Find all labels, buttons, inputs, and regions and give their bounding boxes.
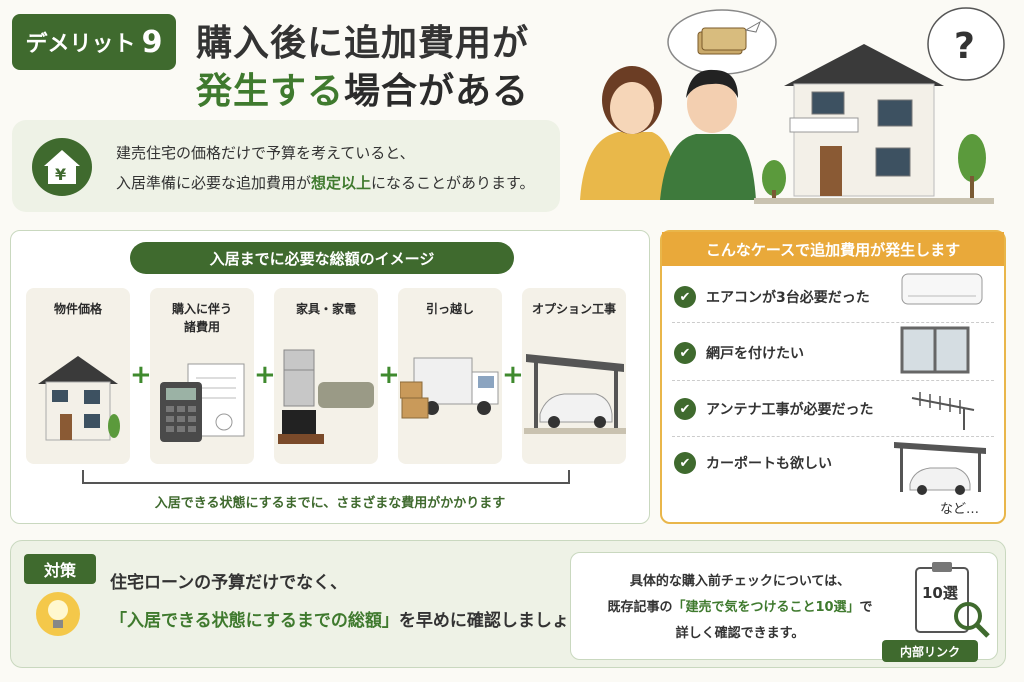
- plus-icon: +: [254, 360, 276, 390]
- intro-line1: 建売住宅の価格だけで予算を考えていると、: [116, 144, 415, 162]
- house-illustration-icon: [754, 44, 994, 204]
- cost-item-property-price: 物件価格: [26, 288, 130, 464]
- question-bubble-icon: ?: [927, 7, 1005, 81]
- svg-text:10選: 10選: [922, 584, 958, 602]
- svg-text:?: ?: [954, 26, 975, 67]
- calculator-document-icon: [160, 363, 245, 442]
- link-line3: 詳しく確認できます。: [675, 626, 805, 641]
- antenna-icon: [911, 392, 975, 430]
- air-conditioner-icon: [901, 273, 983, 305]
- divider: [672, 380, 994, 381]
- bracket-note: 入居できる状態にするまでに、さまざまな費用がかかります: [154, 496, 506, 511]
- case-label: アンテナ工事が必要だった: [706, 402, 874, 418]
- window-screen-icon: [900, 326, 970, 374]
- demerit-tag: デメリット 9: [12, 14, 176, 70]
- plus-icon: +: [378, 360, 400, 390]
- page-title-highlight: 発生する: [196, 71, 345, 112]
- bracket-line: [82, 470, 570, 484]
- divider: [672, 322, 994, 323]
- man-figure-icon: [660, 69, 756, 200]
- solution-line2: 「入居できる状態にするまでの総額」を早めに確認しましょう。: [110, 611, 602, 631]
- house-icon: [38, 356, 120, 441]
- check-icon: ✔: [674, 342, 696, 364]
- cost-item-option-work: オプション工事: [522, 288, 626, 464]
- cost-item-furniture: 家具・家電: [274, 288, 378, 464]
- demerit-tag-number: 9: [141, 24, 163, 60]
- intro-callout: ¥ 建売住宅の価格だけで予算を考えていると、 入居準備に必要な追加費用が想定以上…: [12, 120, 560, 212]
- case-label: エアコンが3台必要だった: [706, 290, 870, 306]
- check-icon: ✔: [674, 452, 696, 474]
- page-title-line1: 購入後に追加費用が: [196, 23, 530, 64]
- lightbulb-icon: [36, 592, 80, 636]
- carport-icon: [524, 354, 626, 434]
- divider: [672, 436, 994, 437]
- worried-couple-house-illustration: ?: [580, 7, 1005, 204]
- solution-line1: 住宅ローンの予算だけでなく、: [110, 573, 348, 593]
- cost-item-moving: 引っ越し: [398, 288, 502, 464]
- case-item: ✔ カーポートも欲しい: [674, 452, 894, 474]
- etc-label: など…: [940, 502, 980, 517]
- woman-figure-icon: [580, 66, 678, 200]
- case-label: 網戸を付けたい: [706, 346, 804, 362]
- plus-icon: +: [130, 360, 152, 390]
- plus-icon: +: [502, 360, 524, 390]
- case-item: ✔ エアコンが3台必要だった: [674, 286, 894, 308]
- cost-item-label: 物件価格: [53, 302, 102, 316]
- cost-item-label: 購入に伴う 諸費用: [171, 302, 232, 334]
- demerit-tag-label: デメリット: [25, 32, 136, 57]
- solution-tag: 対策: [24, 554, 96, 584]
- page-title-line2: 発生する場合がある: [196, 62, 529, 114]
- cost-item-label: 引っ越し: [425, 302, 474, 316]
- internal-link-badge: 内部リンク: [882, 640, 978, 662]
- cost-item-label: 家具・家電: [295, 302, 356, 316]
- cases-heading: こんなケースで追加費用が発生します: [662, 232, 1004, 266]
- check-icon: ✔: [674, 398, 696, 420]
- case-item: ✔ アンテナ工事が必要だった: [674, 398, 894, 420]
- furniture-appliance-icon: [278, 349, 374, 444]
- intro-line2: 入居準備に必要な追加費用が想定以上になることがあります。: [116, 174, 535, 192]
- cost-item-label: オプション工事: [531, 302, 616, 316]
- case-item: ✔ 網戸を付けたい: [674, 342, 894, 364]
- home-yen-icon: ¥: [32, 138, 92, 196]
- check-icon: ✔: [674, 286, 696, 308]
- total-cost-heading: 入居までに必要な総額のイメージ: [130, 242, 514, 274]
- case-label: カーポートも欲しい: [706, 456, 832, 472]
- svg-text:¥: ¥: [55, 165, 66, 184]
- moving-truck-icon: [400, 357, 499, 419]
- link-line2[interactable]: 既存記事の「建売で気をつけること10選」で: [607, 600, 873, 615]
- link-line1: 具体的な購入前チェックについては、: [629, 574, 851, 589]
- cost-item-fees: 購入に伴う 諸費用: [150, 288, 254, 464]
- clipboard-magnifier-icon: 10選: [915, 562, 990, 638]
- page-title-rest: 場合がある: [344, 71, 530, 112]
- carport-icon: [894, 442, 986, 495]
